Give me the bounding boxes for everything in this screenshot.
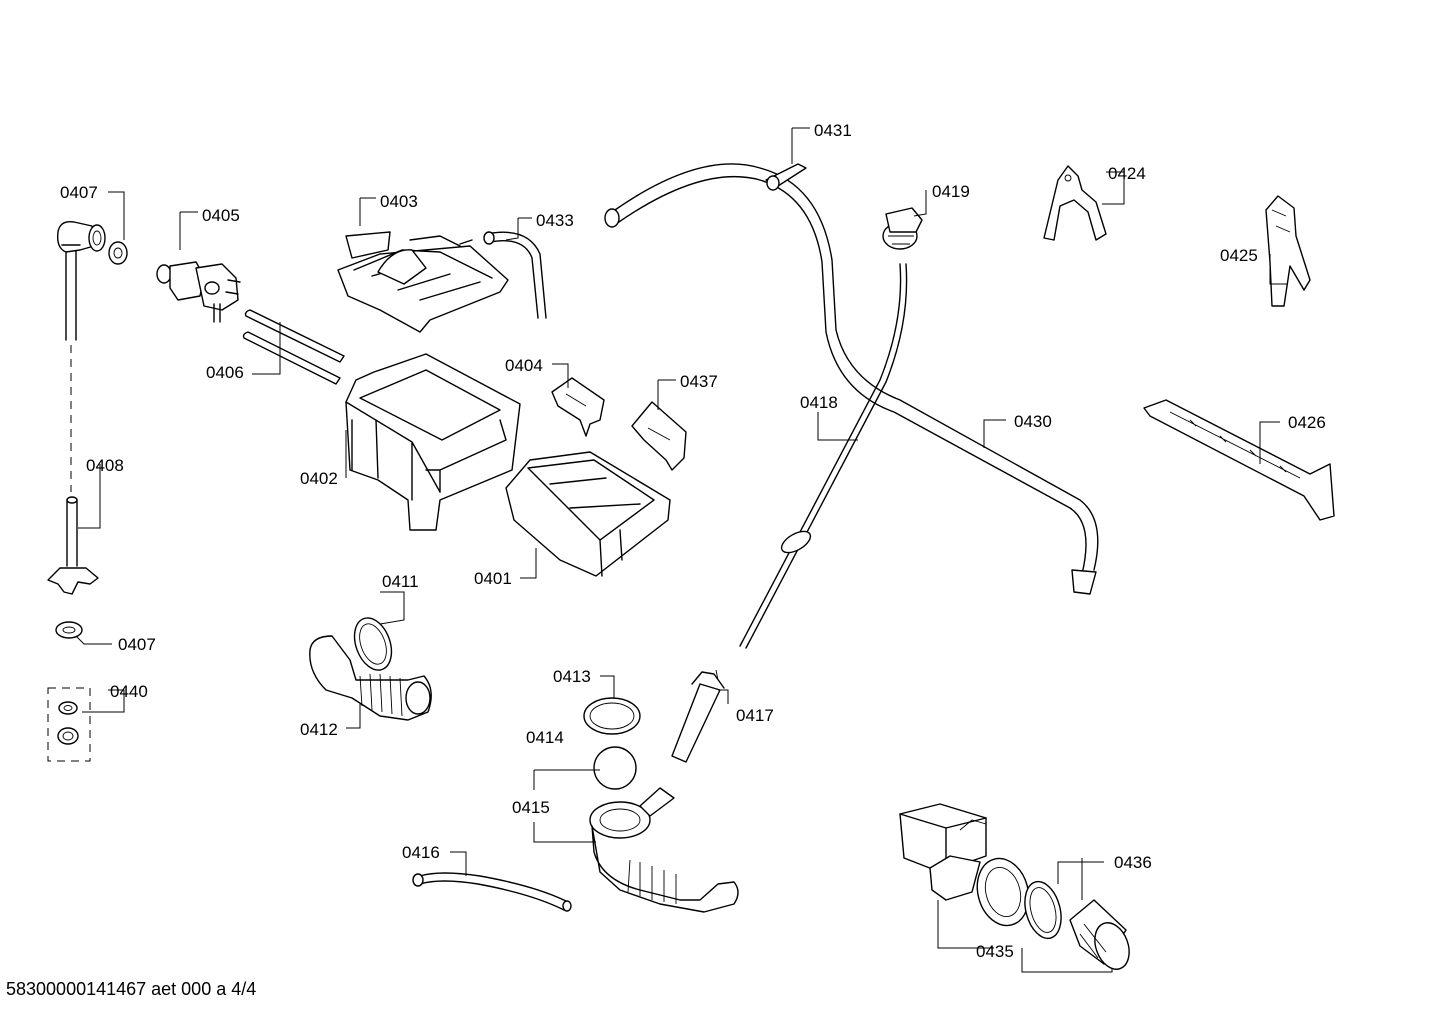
part-0401-drawer	[505, 451, 671, 577]
leader-lines	[75, 127, 1288, 973]
label-0403: 0403	[380, 192, 418, 211]
label-0411: 0411	[382, 572, 419, 591]
part-0412-hose	[309, 635, 432, 721]
part-0405-valve	[156, 261, 241, 323]
part-0435-pump	[899, 803, 1030, 927]
part-0425-bracket	[1265, 195, 1311, 307]
label-0407-bottom: 0407	[118, 635, 156, 654]
part-0417-sensor	[671, 669, 725, 763]
part-0407-washer-bottom	[55, 621, 83, 639]
label-0407-top: 0407	[60, 183, 98, 202]
label-0406: 0406	[206, 363, 244, 382]
part-labels: 0407 0405 0403 0433 0406 0404 0437 0402 …	[60, 121, 1326, 961]
label-0425: 0425	[1220, 246, 1258, 265]
part-0440-kit	[47, 687, 91, 762]
part-0418-tube	[739, 263, 908, 649]
part-0433-hose	[483, 231, 547, 319]
part-0424-bracket	[1043, 165, 1107, 241]
part-0407-washer-top	[108, 241, 128, 265]
label-0435: 0435	[976, 942, 1014, 961]
part-0413-ring	[583, 697, 641, 735]
part-0430-0431-long-hose	[604, 163, 1099, 595]
part-0406-tubes	[242, 309, 345, 385]
label-0401: 0401	[474, 569, 512, 588]
label-0414: 0414	[526, 728, 564, 747]
part-0408-inlet-stub	[47, 496, 99, 595]
label-0413: 0413	[553, 667, 591, 686]
part-0402-dispenser-housing	[345, 353, 521, 531]
part-0437-clip	[631, 401, 687, 471]
label-0412: 0412	[300, 720, 338, 739]
label-0424: 0424	[1108, 164, 1146, 183]
label-0440: 0440	[110, 682, 148, 701]
label-0418: 0418	[800, 393, 838, 412]
part-0426-rail	[1143, 399, 1335, 521]
label-0417: 0417	[736, 706, 774, 725]
part-0403-dispenser-lid	[337, 231, 509, 333]
label-0416: 0416	[402, 843, 440, 862]
label-0402: 0402	[300, 469, 338, 488]
document-code-footer: 58300000141467 aet 000 a 4/4	[6, 979, 257, 999]
label-0408: 0408	[86, 456, 124, 475]
part-0404-clip	[551, 377, 605, 437]
part-0414-ball	[593, 746, 637, 790]
part-0436-ring	[1024, 880, 1062, 940]
part-0419-pressure-switch	[882, 207, 923, 250]
part-0436-filter	[1069, 899, 1130, 970]
label-0436: 0436	[1114, 853, 1152, 872]
label-0430: 0430	[1014, 412, 1052, 431]
label-0433: 0433	[536, 211, 574, 230]
label-0415: 0415	[512, 798, 550, 817]
part-0407-elbow-hose	[56, 221, 106, 341]
label-0437: 0437	[680, 372, 718, 391]
label-0405: 0405	[202, 206, 240, 225]
label-0426: 0426	[1288, 413, 1326, 432]
label-0419: 0419	[932, 182, 970, 201]
label-0431: 0431	[814, 121, 852, 140]
part-0416-hose	[412, 872, 572, 912]
part-0415-sump-hose	[589, 787, 739, 913]
part-0411-ring	[353, 617, 393, 671]
label-0404: 0404	[505, 356, 543, 375]
